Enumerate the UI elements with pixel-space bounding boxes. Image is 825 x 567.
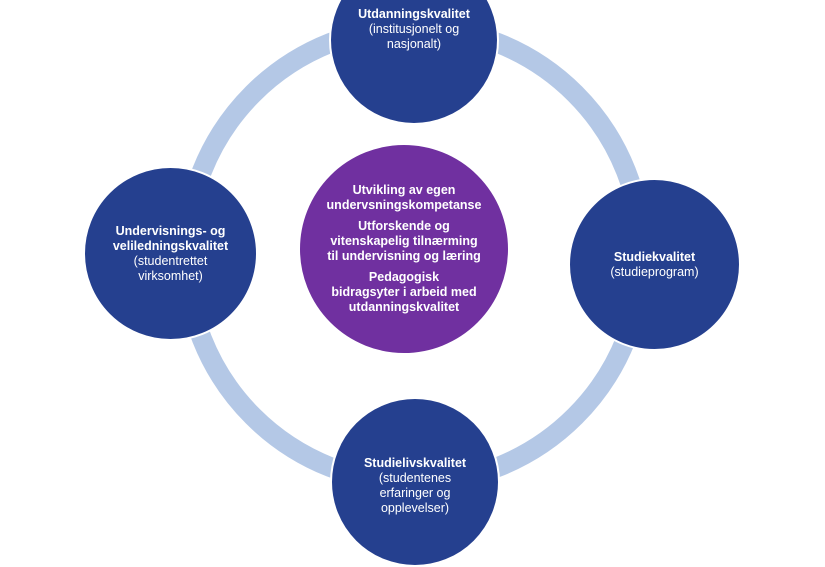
node-bottom-subtitle-2: erfaringer og [379,486,451,500]
center-item-2-line-3: til undervisning og læring [327,249,481,263]
center-item-1: Utvikling av egen undervsningskompetanse [327,183,482,213]
node-left-title-1: Undervisnings- og [115,223,226,238]
center-item-2: Utforskende og vitenskapelig tilnærming … [327,219,480,264]
node-top-subtitle-2: nasjonalt) [386,37,442,51]
node-bottom-title: Studielivskvalitet [363,456,467,470]
center-item-2-line-1: Utforskende og [358,219,450,233]
quality-cycle-diagram: Utdanningskvalitet (institusjonelt og na… [83,0,741,567]
center-item-1-line-1: Utvikling av egen [352,183,456,197]
node-center-competence: Utvikling av egen undervsningskompetanse… [298,143,510,355]
node-bottom-subtitle-3: opplevelser) [380,501,450,515]
node-studiekvalitet: Studiekvalitet (studieprogram) [568,178,741,351]
center-item-2-line-2: vitenskapelig tilnærming [330,234,478,248]
node-left-subtitle-1: (studentrettet [133,253,208,268]
node-right-subtitle: (studieprogram) [610,264,699,279]
center-item-3-line-3: utdanningskvalitet [348,300,460,314]
node-undervisningskvalitet: Undervisnings- og veliledningskvalitet (… [83,166,258,341]
center-item-3: Pedagogisk bidragsyter i arbeid med utda… [331,270,476,315]
node-left-subtitle-2: virksomhet) [138,268,203,283]
node-top-subtitle-1: (institusjonelt og [368,22,460,36]
node-right-title: Studiekvalitet [613,249,696,264]
node-left-title-2: veliledningskvalitet [112,238,229,253]
node-studielivskvalitet: Studielivskvalitet (studentenes erfaring… [330,397,500,567]
node-bottom-subtitle-1: (studentenes [378,471,452,485]
center-item-3-line-2: bidragsyter i arbeid med [331,285,477,299]
node-top-title: Utdanningskvalitet [358,7,470,21]
center-item-1-line-2: undervsningskompetanse [326,198,482,212]
center-item-3-line-1: Pedagogisk [368,270,440,284]
